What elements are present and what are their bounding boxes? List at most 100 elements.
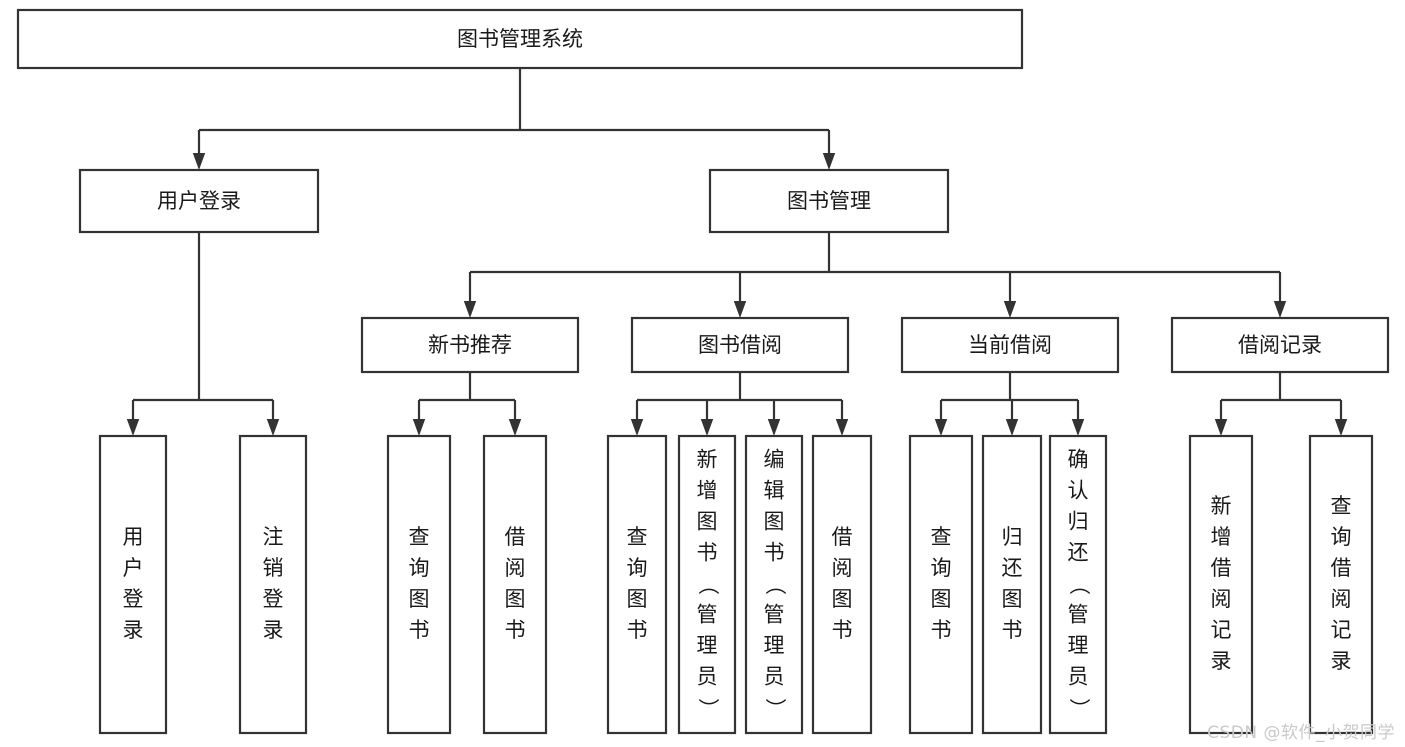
- node-box-leaf-3[interactable]: [386, 434, 452, 735]
- label-char: 编: [764, 448, 785, 472]
- label-char: 新: [1211, 494, 1232, 518]
- node-newbook[interactable]: 新书推荐: [360, 316, 580, 374]
- label-char: 借: [832, 525, 853, 549]
- node-box-newbook[interactable]: [360, 316, 580, 374]
- label-char: 登: [123, 587, 144, 611]
- arrow-icon-leaf-12: [1214, 419, 1228, 436]
- arrow-icon-leaf-1: [126, 419, 140, 436]
- node-record[interactable]: 借阅记录: [1170, 316, 1390, 374]
- node-box-leaf-6[interactable]: [677, 434, 737, 735]
- label-char: 录: [1211, 649, 1232, 673]
- label-char: 员: [697, 665, 718, 689]
- label-char: 借: [1211, 556, 1232, 580]
- arrow-icon-bookmgmt: [822, 153, 836, 170]
- label-char: 记: [1211, 618, 1232, 642]
- arrow-icon-leaf-4: [508, 419, 522, 436]
- label-char: 还: [1002, 556, 1023, 580]
- label-char: 书: [832, 618, 853, 642]
- node-borrow[interactable]: 图书借阅: [630, 316, 850, 374]
- node-label-newbook: 新书推荐: [428, 333, 512, 357]
- label-char: 查: [627, 525, 648, 549]
- connector-layer: [126, 68, 1348, 436]
- label-char: 确: [1068, 448, 1089, 472]
- node-box-leaf-11[interactable]: [1048, 434, 1108, 735]
- node-label-root: 图书管理系统: [457, 27, 583, 51]
- label-char: 图: [832, 587, 853, 611]
- node-box-borrow[interactable]: [630, 316, 850, 374]
- node-box-leaf-10[interactable]: [981, 434, 1043, 735]
- node-box-bookmgmt[interactable]: [708, 168, 950, 234]
- node-box-leaf-5[interactable]: [606, 434, 668, 735]
- node-box-leaf-1[interactable]: [98, 434, 168, 735]
- connector-group-bookmgmt: [463, 232, 1287, 318]
- node-label-borrow: 图书借阅: [698, 333, 782, 357]
- label-char: 登: [263, 587, 284, 611]
- node-current[interactable]: 当前借阅: [900, 316, 1120, 374]
- label-char: 管: [764, 603, 785, 627]
- connector-group-record: [1214, 372, 1348, 436]
- label-char: 管: [697, 603, 718, 627]
- label-char: 阅: [505, 556, 526, 580]
- label-char: 书: [697, 541, 718, 565]
- node-box-leaf-9[interactable]: [908, 434, 974, 735]
- label-char: 查: [1331, 494, 1352, 518]
- arrow-icon-leaf-8: [835, 419, 849, 436]
- label-char: 借: [505, 525, 526, 549]
- node-box-leaf-12[interactable]: [1188, 434, 1254, 735]
- node-layer: 图书管理系统用户登录图书管理新书推荐图书借阅当前借阅借阅记录用户登录注销登录查询…: [16, 8, 1390, 735]
- node-box-leaf-7[interactable]: [744, 434, 804, 735]
- label-char: 阅: [832, 556, 853, 580]
- label-char: 询: [409, 556, 430, 580]
- label-char: 增: [1211, 525, 1232, 549]
- node-box-root[interactable]: [16, 8, 1024, 70]
- label-char: 图: [505, 587, 526, 611]
- node-box-leaf-4[interactable]: [482, 434, 548, 735]
- node-bookmgmt[interactable]: 图书管理: [708, 168, 950, 234]
- label-char: 询: [627, 556, 648, 580]
- node-box-login[interactable]: [78, 168, 320, 234]
- arrow-icon-leaf-5: [630, 419, 644, 436]
- arrow-icon-leaf-7: [767, 419, 781, 436]
- label-char: ）: [696, 698, 720, 719]
- label-char: 新: [697, 448, 718, 472]
- node-root[interactable]: 图书管理系统: [16, 8, 1024, 70]
- label-char: 阅: [1331, 587, 1352, 611]
- node-box-leaf-2[interactable]: [238, 434, 308, 735]
- arrow-icon-leaf-10: [1005, 419, 1019, 436]
- node-leaf-1[interactable]: 用户登录: [98, 434, 168, 735]
- node-login[interactable]: 用户登录: [78, 168, 320, 234]
- label-char: 询: [931, 556, 952, 580]
- arrow-icon-leaf-11: [1071, 419, 1085, 436]
- node-box-leaf-13[interactable]: [1308, 434, 1374, 735]
- label-char: 录: [263, 618, 284, 642]
- node-box-current[interactable]: [900, 316, 1120, 374]
- label-char: 认: [1068, 479, 1089, 503]
- label-char: 图: [627, 587, 648, 611]
- label-char: 销: [263, 556, 284, 580]
- node-box-leaf-8[interactable]: [811, 434, 873, 735]
- label-char: 书: [627, 618, 648, 642]
- label-char: 阅: [1211, 587, 1232, 611]
- label-char: 员: [1068, 665, 1089, 689]
- arrow-icon-login: [192, 153, 206, 170]
- node-box-record[interactable]: [1170, 316, 1390, 374]
- label-char: 注: [263, 525, 284, 549]
